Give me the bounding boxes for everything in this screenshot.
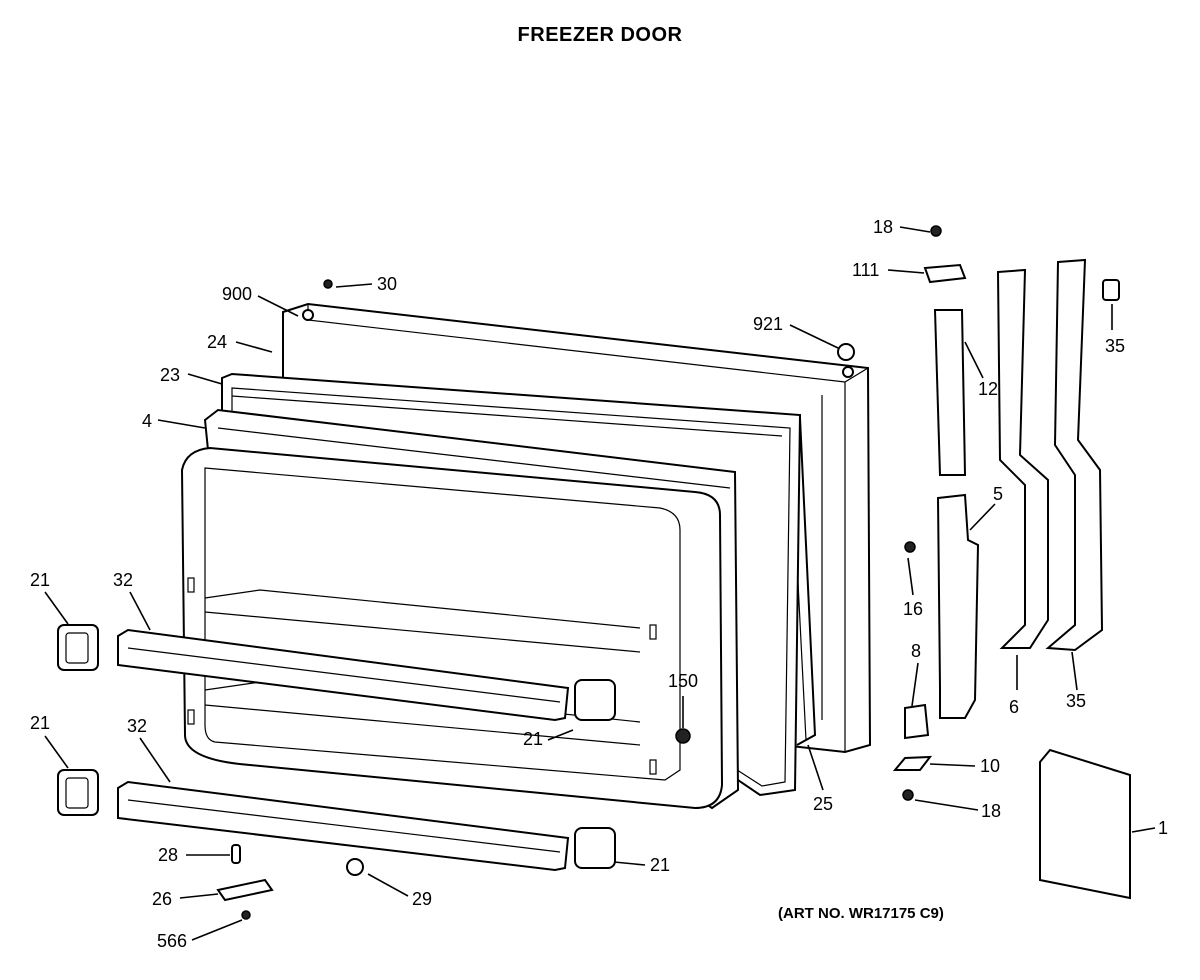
callout-35-cap: 35 [1105,336,1125,356]
callout-900: 900 [222,284,252,304]
callout-6: 6 [1009,697,1019,717]
handle-cap-35 [1102,279,1120,301]
callout-111: 111 [852,260,879,280]
art-number: (ART NO. WR17175 C9) [778,905,944,922]
shelf-bar-lower [117,780,570,872]
callout-16: 16 [903,599,923,619]
callout-23: 23 [160,365,180,385]
callout-5: 5 [993,484,1003,504]
handle-mount-12 [933,309,967,476]
manual-booklet-1 [1039,748,1131,900]
callout-21-upper-left: 21 [30,570,50,590]
callout-28: 28 [158,845,178,865]
callout-26: 26 [152,889,172,909]
callout-150: 150 [668,671,698,691]
callout-8: 8 [911,641,921,661]
callout-32-lower: 32 [127,716,147,736]
shelf-end-cap-right-lower [574,827,616,869]
callout-10: 10 [980,756,1000,776]
callout-18-bottom: 18 [981,801,1001,821]
shelf-end-cap-right-upper [574,679,616,721]
diagram-title: FREEZER DOOR [517,24,683,46]
callout-21-middle: 21 [523,729,543,749]
callout-29: 29 [412,889,432,909]
callout-1: 1 [1158,818,1168,838]
callout-18-top: 18 [873,217,893,237]
callout-12: 12 [978,379,998,399]
callout-32-upper: 32 [113,570,133,590]
callout-21-lower-right: 21 [650,855,670,875]
callout-21-lower-left: 21 [30,713,50,733]
callout-35-bar: 35 [1066,691,1086,711]
door-liner-shelves [180,446,724,810]
callout-30: 30 [377,274,397,294]
callout-4: 4 [142,411,152,431]
leader-lines [44,226,1156,941]
hinge-plate-10 [892,755,933,771]
handle-bracket-5 [936,493,980,719]
shelf-end-cap-left-lower [57,769,99,816]
callout-921: 921 [753,314,783,334]
hardware [216,225,942,920]
shelf-bar-upper [117,628,570,722]
callout-566: 566 [157,931,187,951]
handle-cap-111 [923,263,967,284]
hinge-bracket-8 [904,703,930,740]
callout-25: 25 [813,794,833,814]
callout-labels: 18 111 35 30 900 921 24 12 23 4 5 21 32 … [30,217,1168,951]
callout-24: 24 [207,332,227,352]
shelf-end-cap-left-upper [57,624,99,671]
handle-bar-6 [996,268,1049,649]
handle-bar-35 [1045,258,1104,652]
